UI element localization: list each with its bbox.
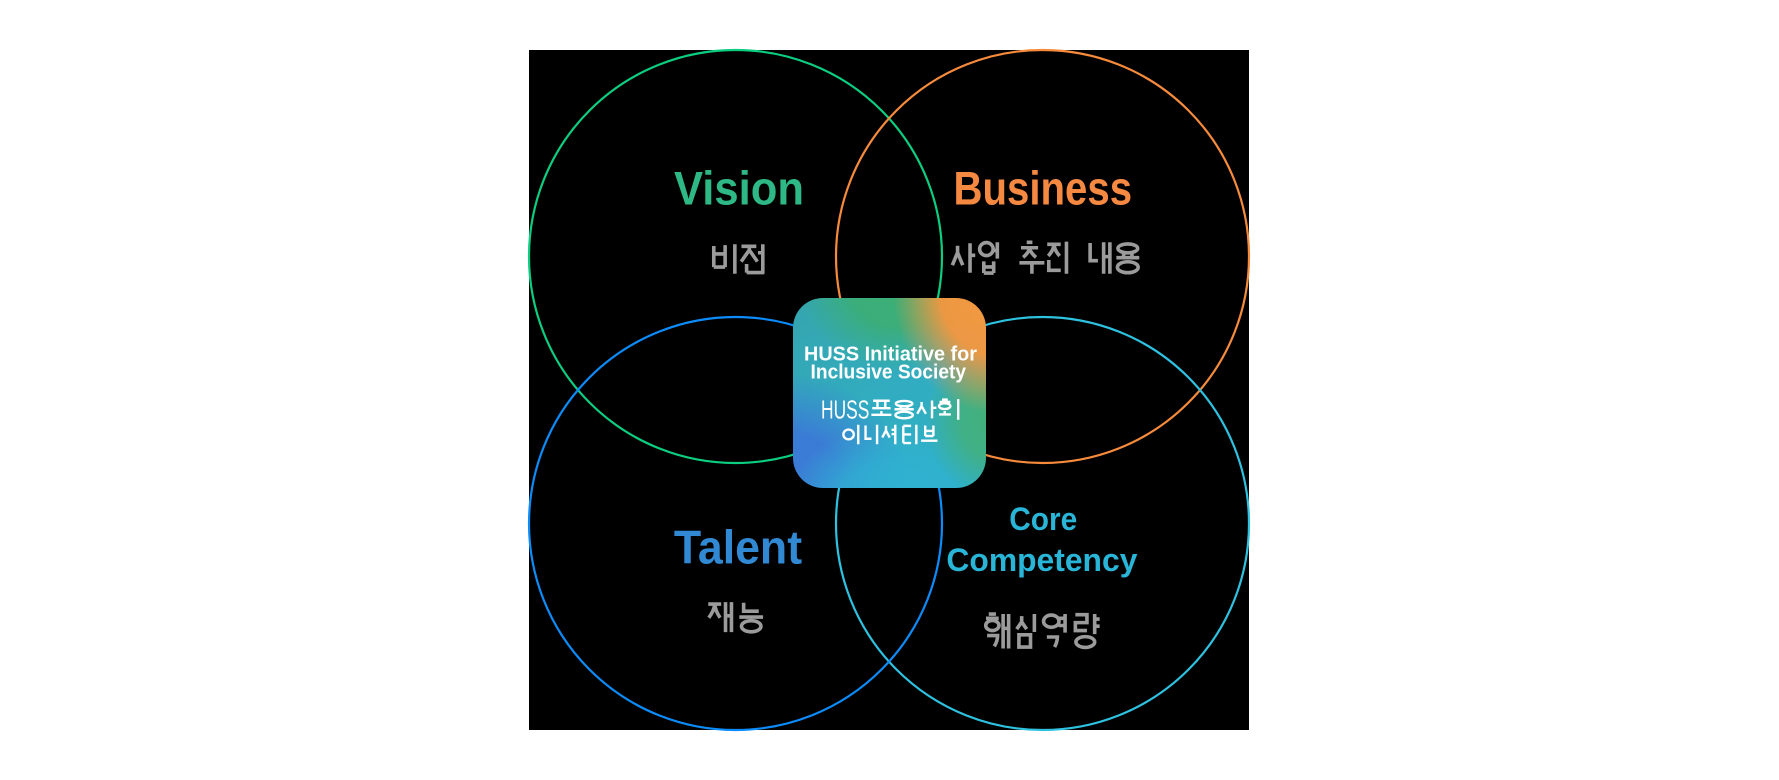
svg-text:Inclusive Society: Inclusive Society (811, 361, 967, 383)
svg-text:HUSS Initiative for: HUSS Initiative for (804, 343, 977, 365)
svg-text:Core: Core (1009, 501, 1077, 537)
svg-text:Business: Business (954, 162, 1133, 215)
svg-text:Vision: Vision (674, 162, 804, 215)
svg-text:HUSS: HUSS (821, 395, 869, 425)
svg-text:Competency: Competency (946, 542, 1137, 578)
svg-text:Talent: Talent (674, 521, 803, 574)
